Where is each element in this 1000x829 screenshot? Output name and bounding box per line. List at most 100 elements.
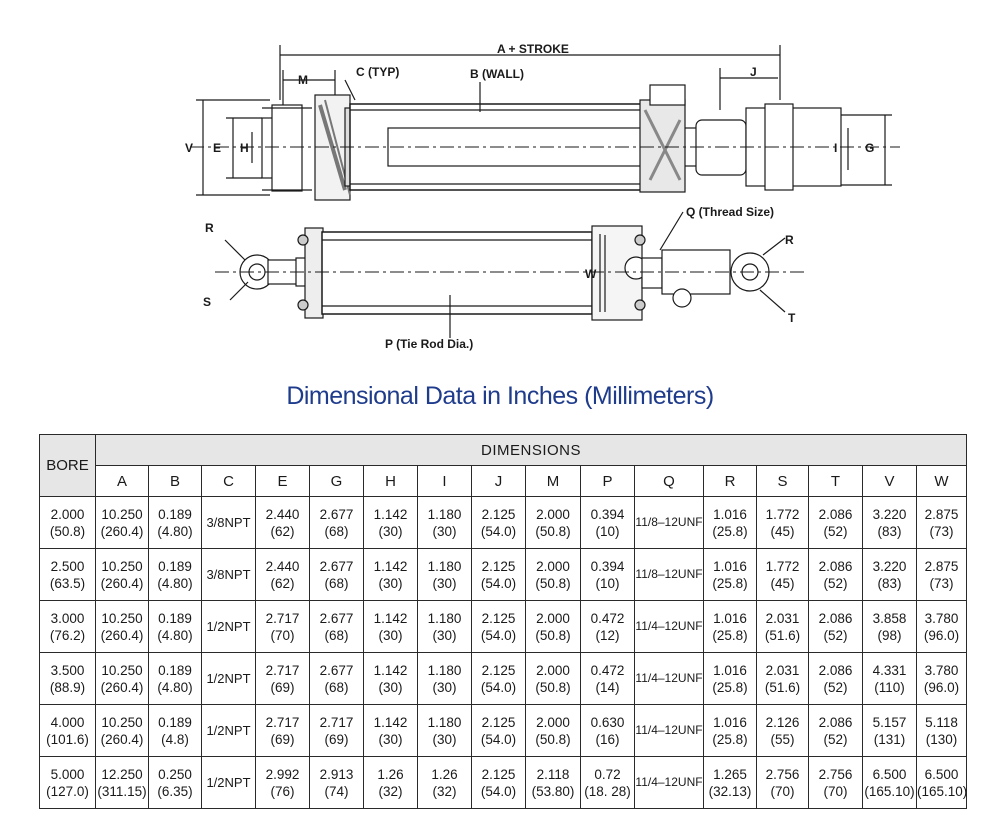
cell-i: 1.180(30)	[417, 548, 472, 601]
cell-v: 4.331(110)	[862, 652, 917, 705]
cell-j: 2.125(54.0)	[471, 704, 526, 757]
table-row: 3.500(88.9)10.250(260.4)0.189(4.80)1/2NP…	[39, 652, 968, 705]
cell-g: 2.677(68)	[309, 496, 364, 549]
cell-s: 2.756(70)	[756, 756, 809, 809]
cell-s: 1.772(45)	[756, 548, 809, 601]
cell-a: 10.250(260.4)	[95, 600, 149, 653]
cell-p: 0.72(18. 28)	[580, 756, 635, 809]
cell-i: 1.26(32)	[417, 756, 472, 809]
cell-t: 2.756(70)	[808, 756, 863, 809]
cell-c: 1/2NPT	[201, 652, 256, 705]
label-i: I	[834, 141, 837, 155]
column-header-h: H	[363, 465, 418, 497]
cell-g: 2.677(68)	[309, 548, 364, 601]
label-a-stroke: A + STROKE	[497, 42, 569, 56]
cell-c: 1/2NPT	[201, 756, 256, 809]
cell-a: 10.250(260.4)	[95, 496, 149, 549]
bore-cell: 5.000(127.0)	[39, 756, 96, 809]
label-r-right: R	[785, 233, 794, 247]
cell-c: 1/2NPT	[201, 704, 256, 757]
label-c-typ: C (TYP)	[356, 65, 399, 79]
cell-v: 3.858(98)	[862, 600, 917, 653]
cell-q: 11/8–12UNF	[634, 548, 704, 601]
table-row: 5.000(127.0)12.250(311.15)0.250(6.35)1/2…	[39, 756, 967, 809]
cell-h: 1.142(30)	[363, 652, 418, 705]
cell-i: 1.180(30)	[417, 496, 472, 549]
dimensions-header: DIMENSIONS	[94, 434, 968, 466]
label-h: H	[240, 141, 249, 155]
column-header-b: B	[148, 465, 202, 497]
cell-h: 1.26(32)	[363, 756, 418, 809]
bore-cell: 3.000(76.2)	[39, 600, 96, 653]
cell-g: 2.677(68)	[309, 652, 364, 705]
table-row: 3.000(76.2)10.250(260.4)0.189(4.80)1/2NP…	[39, 600, 968, 653]
cell-e: 2.992(76)	[255, 756, 310, 809]
cell-c: 3/8NPT	[201, 548, 256, 601]
column-header-w: W	[915, 465, 968, 497]
page-title: Dimensional Data in Inches (Millimeters)	[286, 382, 714, 410]
cell-r: 1.016(25.8)	[703, 652, 757, 705]
cell-j: 2.125(54.0)	[471, 652, 526, 705]
cell-v: 3.220(83)	[862, 496, 917, 549]
column-header-i: I	[417, 465, 472, 497]
column-header-q: Q	[634, 465, 704, 497]
cell-e: 2.717(69)	[255, 704, 310, 757]
cell-r: 1.016(25.8)	[703, 600, 757, 653]
column-header-r: R	[703, 465, 757, 497]
cell-h: 1.142(30)	[363, 496, 418, 549]
label-b-wall: B (WALL)	[470, 67, 524, 81]
label-g: G	[865, 141, 874, 155]
cell-p: 0.630(16)	[580, 704, 635, 757]
cell-e: 2.717(69)	[255, 652, 310, 705]
cell-b: 0.189(4.80)	[148, 496, 202, 549]
cell-m: 2.000(50.8)	[525, 600, 581, 653]
cell-s: 1.772(45)	[756, 496, 809, 549]
label-e: E	[213, 141, 221, 155]
cell-m: 2.000(50.8)	[525, 548, 581, 601]
column-header-a: A	[95, 465, 149, 497]
bore-cell: 2.000(50.8)	[39, 496, 96, 549]
cylinder-dimension-drawing: A + STROKE M C (TYP) B (WALL) J V E H I …	[185, 42, 900, 351]
bore-cell: 4.000(101.6)	[39, 704, 96, 757]
cell-m: 2.000(50.8)	[525, 496, 581, 549]
cell-s: 2.126(55)	[756, 704, 809, 757]
cell-e: 2.717(70)	[255, 600, 310, 653]
label-t: T	[788, 311, 796, 325]
cell-c: 3/8NPT	[201, 496, 256, 549]
label-p-tie-rod: P (Tie Rod Dia.)	[385, 337, 473, 351]
cell-v: 5.157(131)	[862, 704, 917, 757]
cell-t: 2.086(52)	[808, 600, 863, 653]
column-header-e: E	[255, 465, 310, 497]
column-header-t: T	[808, 465, 863, 497]
cell-g: 2.717(69)	[309, 704, 364, 757]
label-q-thread: Q (Thread Size)	[686, 205, 774, 219]
cell-p: 0.472(14)	[580, 652, 635, 705]
cell-r: 1.016(25.8)	[703, 496, 757, 549]
cell-q: 11/8–12UNF	[634, 496, 704, 549]
cell-i: 1.180(30)	[417, 600, 472, 653]
cell-r: 1.016(25.8)	[703, 548, 757, 601]
cell-t: 2.086(52)	[808, 548, 863, 601]
table-row: 2.000(50.8)10.250(260.4)0.189(4.80)3/8NP…	[39, 496, 968, 549]
bore-cell: 2.500(63.5)	[39, 548, 96, 601]
cell-m: 2.118(53.80)	[525, 756, 581, 809]
cell-g: 2.677(68)	[309, 600, 364, 653]
cell-w: 3.780(96.0)	[915, 600, 968, 653]
cell-q: 11/4–12UNF	[634, 652, 704, 705]
cell-w: 3.780(96.0)	[915, 652, 968, 705]
cell-j: 2.125(54.0)	[471, 496, 526, 549]
cell-a: 10.250(260.4)	[95, 548, 149, 601]
cell-h: 1.142(30)	[363, 548, 418, 601]
cell-b: 0.189(4.8)	[148, 704, 202, 757]
table-row: 2.500(63.5)10.250(260.4)0.189(4.80)3/8NP…	[39, 548, 968, 601]
cell-h: 1.142(30)	[363, 600, 418, 653]
cell-b: 0.189(4.80)	[148, 548, 202, 601]
cell-w: 5.118(130)	[915, 704, 968, 757]
cell-q: 11/4–12UNF	[634, 704, 704, 757]
cell-i: 1.180(30)	[417, 704, 472, 757]
label-w: W	[585, 267, 597, 281]
column-header-g: G	[309, 465, 364, 497]
bore-header: BORE	[39, 434, 96, 497]
